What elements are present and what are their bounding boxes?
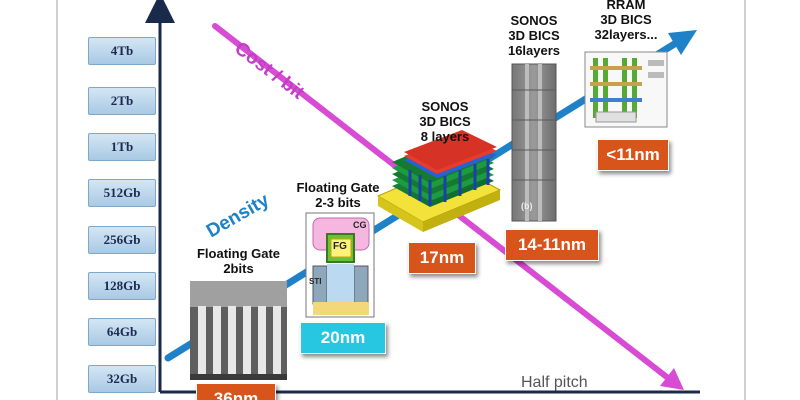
sonos-16-layer-micrograph xyxy=(511,63,557,222)
density-level-128gb: 128Gb xyxy=(88,272,156,300)
tech-rram-32-layers-title: RRAM 3D BICS 32layers... xyxy=(580,0,672,42)
title-line: SONOS xyxy=(421,99,469,114)
floating-gate-sem-image xyxy=(190,281,287,380)
micrograph-b-label: (b) xyxy=(521,201,533,211)
tech-floating-gate-2-3bits-title: Floating Gate 2-3 bits xyxy=(283,180,393,210)
title-line: 32layers... xyxy=(594,27,658,42)
title-line: 3D BICS xyxy=(419,114,471,129)
node-36nm-badge: 36nm xyxy=(196,383,276,400)
sti-label: STI xyxy=(309,277,322,286)
density-level-64gb: 64Gb xyxy=(88,318,156,346)
density-level-32gb: 32Gb xyxy=(88,365,156,393)
node-lt-11nm-badge: <11nm xyxy=(597,139,669,171)
title-line: Floating Gate xyxy=(196,246,281,261)
tech-sonos-16-layers-title: SONOS 3D BICS 16layers xyxy=(495,13,573,58)
density-level-2tb: 2Tb xyxy=(88,87,156,115)
node-17nm-badge: 17nm xyxy=(408,242,476,274)
floating-gate-cell-schematic xyxy=(305,212,375,318)
title-line: 16layers xyxy=(507,43,561,58)
node-14-11nm-badge: 14-11nm xyxy=(505,229,599,261)
title-line: 2bits xyxy=(223,261,254,276)
density-level-256gb: 256Gb xyxy=(88,226,156,254)
title-line: SONOS xyxy=(510,13,558,28)
density-level-4tb: 4Tb xyxy=(88,37,156,65)
title-line: 3D BICS xyxy=(600,12,652,27)
density-level-512gb: 512Gb xyxy=(88,179,156,207)
tech-sonos-8-layers-title: SONOS 3D BICS 8 layers xyxy=(405,99,485,144)
density-level-1tb: 1Tb xyxy=(88,133,156,161)
title-line: 8 layers xyxy=(420,129,470,144)
rram-3d-schematic xyxy=(584,51,668,128)
tech-floating-gate-2bits-title: Floating Gate 2bits xyxy=(190,246,287,276)
title-line: RRAM xyxy=(606,0,646,12)
title-line: Floating Gate xyxy=(296,180,380,195)
node-20nm-badge: 20nm xyxy=(300,322,386,354)
title-line: 2-3 bits xyxy=(315,195,361,210)
sonos-8-layer-stack xyxy=(376,130,502,232)
half-pitch-label: Half pitch xyxy=(521,374,588,391)
title-line: 3D BICS xyxy=(508,28,560,43)
fg-label: FG xyxy=(333,241,347,252)
cg-label: CG xyxy=(353,220,367,230)
